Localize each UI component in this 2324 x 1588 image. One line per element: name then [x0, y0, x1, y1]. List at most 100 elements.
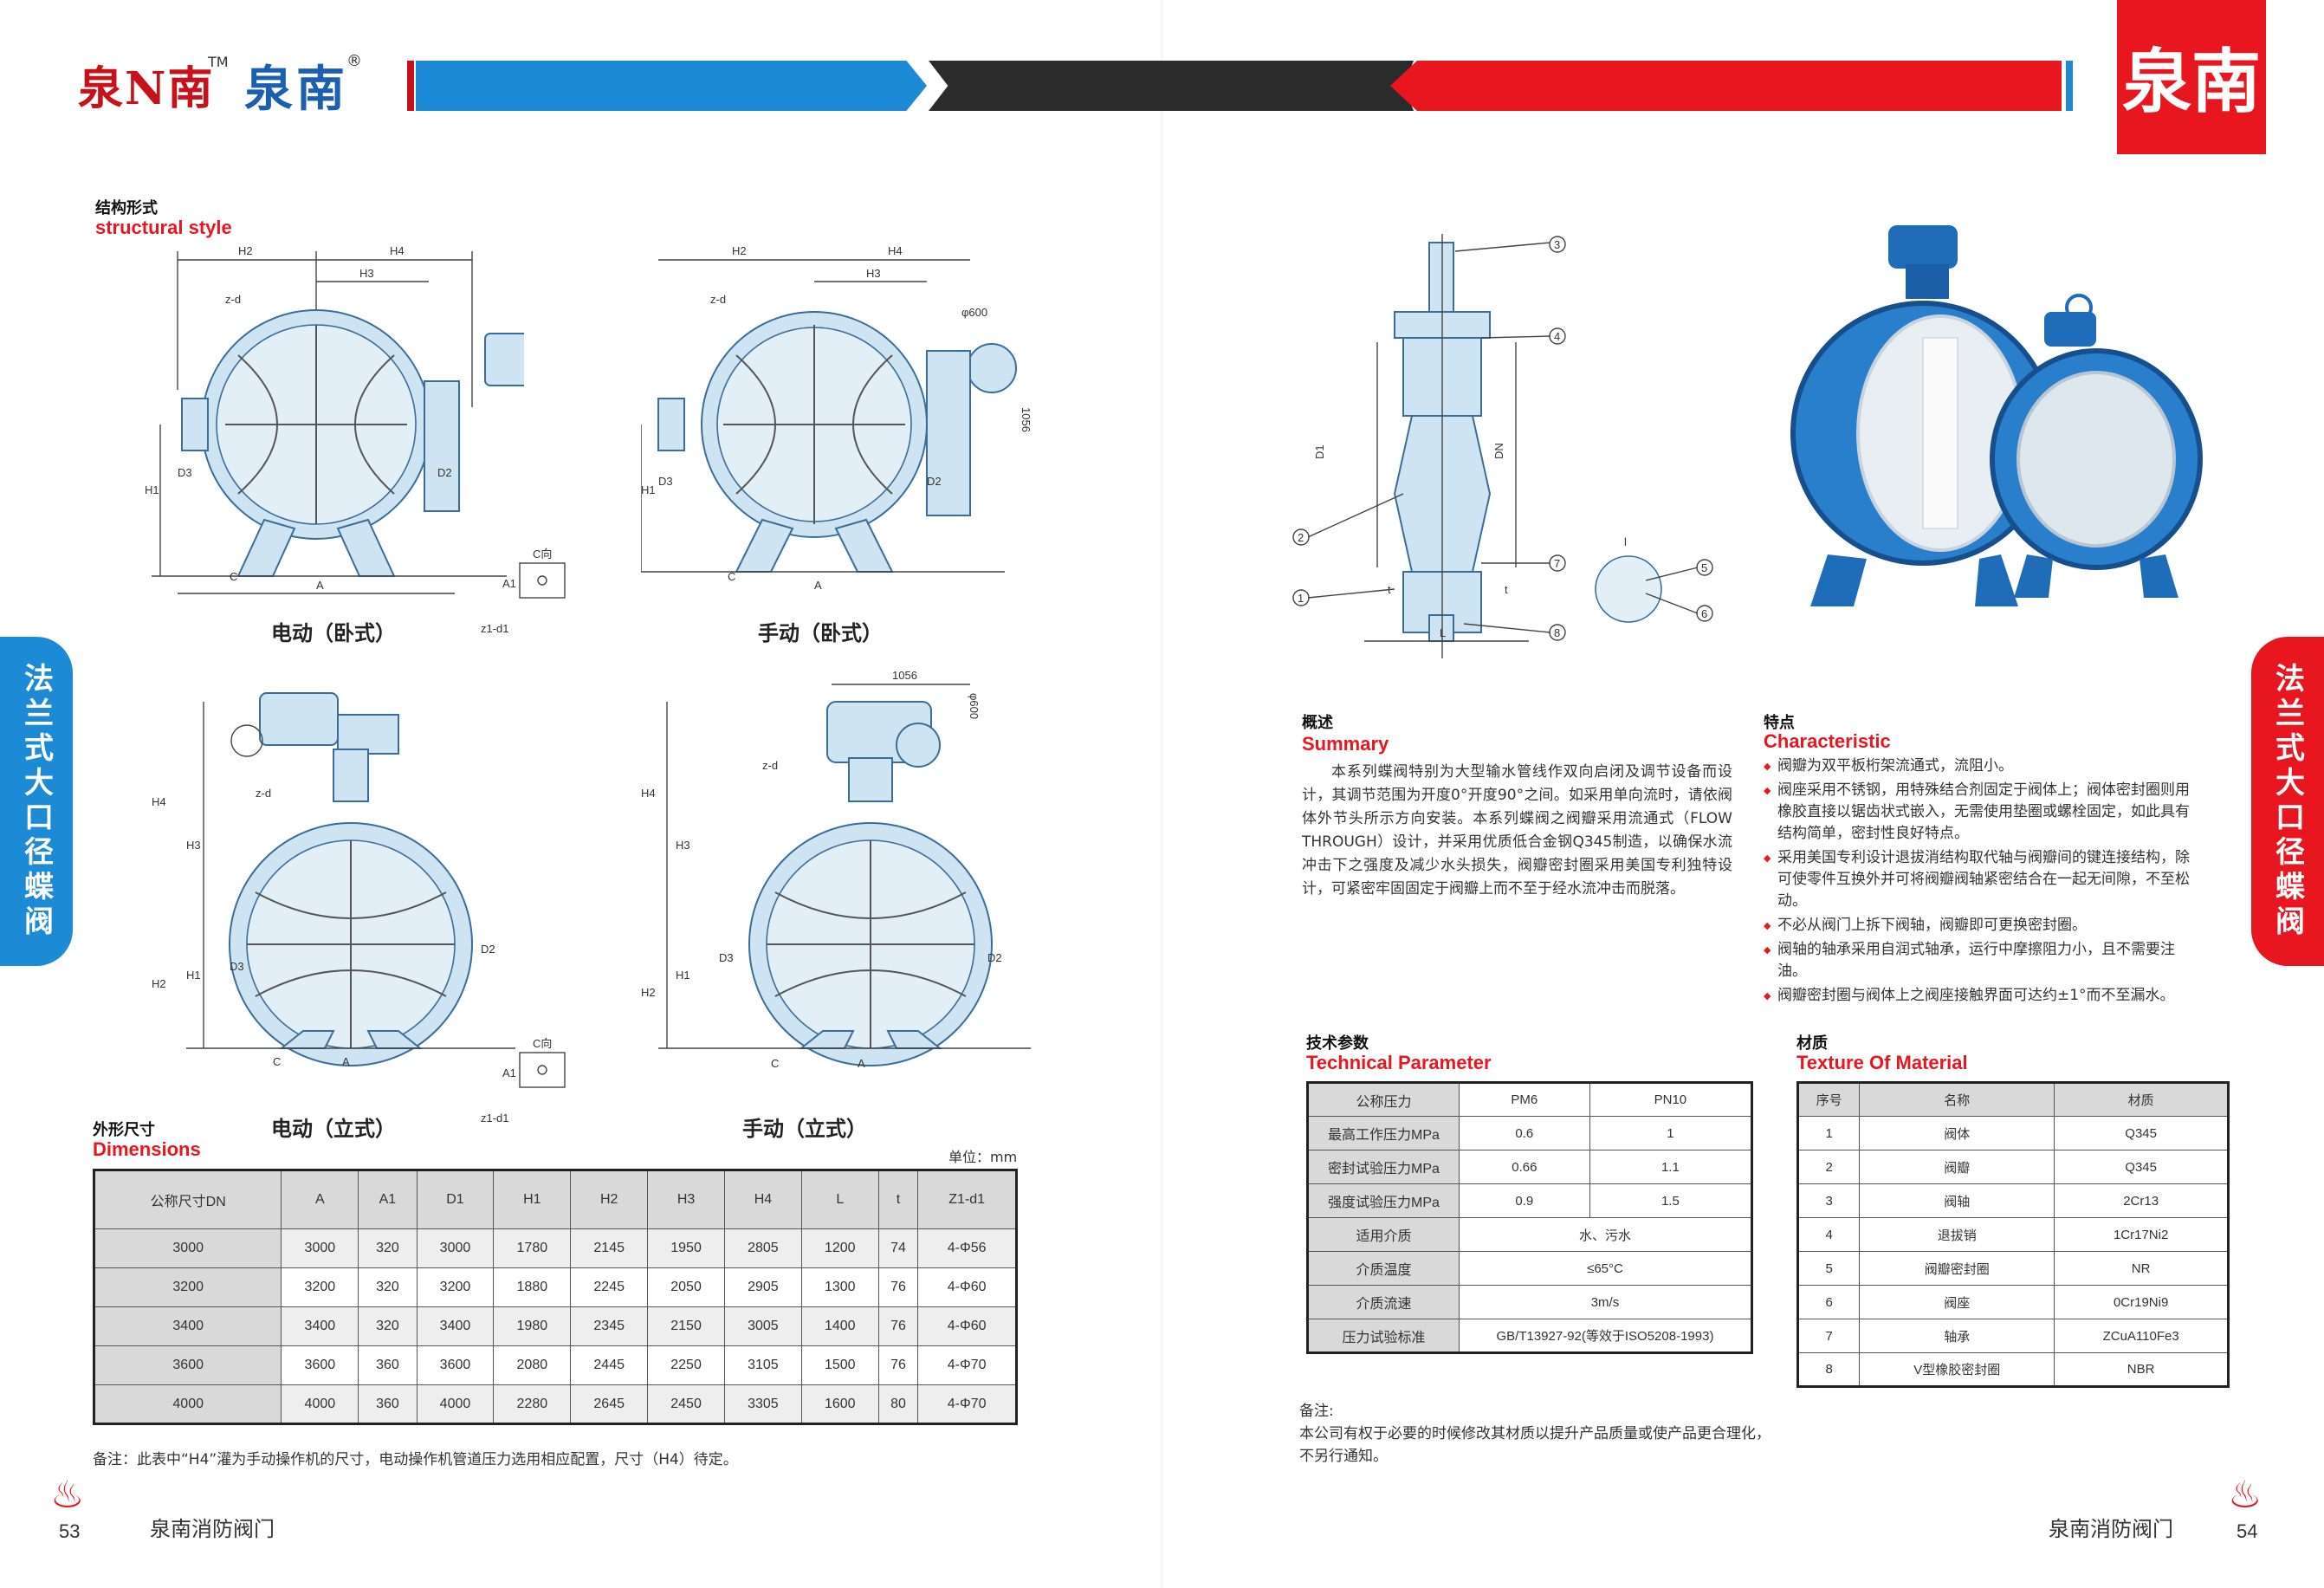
label-dn: DN	[1492, 443, 1505, 459]
table-cell: ZCuA110Fe3	[2054, 1319, 2229, 1353]
table-cell: 1950	[647, 1228, 725, 1268]
list-item: 采用美国专利设计退拔消结构取代轴与阀瓣间的键连接结构，除可使零件互换外并可将阀瓣…	[1764, 847, 2197, 912]
table-row: 介质温度 ≤65°C	[1307, 1251, 1753, 1286]
table-cell: 0Cr19Ni9	[2054, 1285, 2229, 1319]
table-cell: 0.6	[1458, 1116, 1590, 1150]
side-tab-right: 法兰式大口径蝶阀	[2251, 637, 2324, 966]
footer-company-left: 泉南消防阀门	[150, 1517, 275, 1541]
table-cell: 4-Φ56	[917, 1228, 1017, 1268]
list-item: 阀瓣密封圈与阀体上之阀座接触界面可达约±1°而不至漏水。	[1764, 985, 2197, 1007]
label-d2-c: D2	[481, 943, 495, 956]
table-header-cell: t	[877, 1170, 919, 1229]
table-cell: 0.66	[1458, 1150, 1590, 1184]
structural-title-en: structural style	[95, 217, 232, 238]
table-cell: 3400	[93, 1306, 282, 1346]
caption-electric-horizontal: 电动（卧式）	[271, 621, 396, 645]
label-d2-b: D2	[927, 475, 942, 488]
table-header-cell: 材质	[2054, 1082, 2229, 1117]
side-tab-left: 法兰式大口径蝶阀	[0, 637, 73, 966]
table-header-cell: D1	[416, 1170, 495, 1229]
label-h1-c: H1	[186, 969, 201, 982]
table-cell: 2245	[570, 1267, 649, 1307]
table-cell: 1.5	[1589, 1183, 1753, 1218]
label-c-b: C	[728, 570, 735, 583]
drawing-electric-vertical: z-d H4 H3 H2 H1 D3 D2 A C	[152, 692, 515, 1068]
callout-3: 3	[1554, 238, 1560, 251]
table-row: 3400 3400 320 3400 1980 2345 2150 3005 1…	[93, 1306, 1017, 1346]
label-h4: H4	[390, 244, 405, 257]
table-cell: 轴承	[1859, 1319, 2055, 1353]
callout-1: 1	[1298, 592, 1304, 605]
table-cell: 2805	[723, 1228, 802, 1268]
table-cell: 2145	[570, 1228, 649, 1268]
callout-2: 2	[1298, 531, 1304, 544]
table-cell: 1Cr17Ni2	[2054, 1217, 2229, 1252]
label-h4-d: H4	[641, 787, 656, 800]
technical-title-en: Technical Parameter	[1306, 1052, 1492, 1073]
table-row: 3200 3200 320 3200 1880 2245 2050 2905 1…	[93, 1267, 1017, 1307]
table-cell: 5	[1796, 1251, 1861, 1286]
characteristic-title-en: Characteristic	[1764, 730, 1891, 752]
brand-name: 泉南	[244, 62, 348, 118]
label-zd-d: z-d	[762, 759, 778, 772]
table-cell: 320	[358, 1267, 418, 1307]
structural-title-cn: 结构形式	[95, 199, 158, 217]
label-a-b: A	[814, 579, 822, 592]
logo-registered-mark: ®	[346, 52, 362, 70]
label-t2: t	[1505, 583, 1508, 596]
table-cell: 压力试验标准	[1307, 1319, 1460, 1353]
label-1056-d: 1056	[892, 669, 917, 682]
dimensions-title-en: Dimensions	[93, 1138, 201, 1160]
table-cell: 阀瓣密封圈	[1859, 1251, 2055, 1286]
table-cell: 4000	[416, 1384, 495, 1424]
table-cell: 2645	[570, 1384, 649, 1424]
brand-stamp: 泉南	[2117, 0, 2266, 154]
table-cell: 阀体	[1859, 1116, 2055, 1150]
label-h3-d: H3	[676, 839, 690, 852]
table-header-cell: PN10	[1589, 1082, 1753, 1117]
callout-5: 5	[1701, 561, 1707, 574]
label-d1: D1	[1313, 444, 1326, 459]
table-row: 压力试验标准 GB/T13927-92(等效于ISO5208-1993)	[1307, 1319, 1753, 1353]
table-cell: 1	[1796, 1116, 1861, 1150]
list-item: 阀座采用不锈钢，用特殊结合剂固定于阀体上；阀体密封圈则用橡胶直接以锯齿状式嵌入，…	[1764, 780, 2197, 845]
table-cell: 3005	[723, 1306, 802, 1346]
table-row: 3600 3600 360 3600 2080 2445 2250 3105 1…	[93, 1345, 1017, 1385]
table-row: 适用介质 水、污水	[1307, 1217, 1753, 1252]
remark-text: 本公司有权于必要的时候修改其材质以提升产品质量或使产品更合理化，不另行通知。	[1299, 1425, 1771, 1465]
table-cell: 3600	[93, 1345, 282, 1385]
label-z1d1-2: z1-d1	[481, 1112, 509, 1125]
table-cell: Q345	[2054, 1150, 2229, 1184]
table-header-cell: A	[281, 1170, 359, 1229]
logo-tm-mark: TM	[208, 54, 229, 70]
table-cell: 2Cr13	[2054, 1183, 2229, 1218]
label-phi600-d: φ600	[968, 693, 981, 719]
label-d3-b: D3	[658, 475, 673, 488]
table-header-cell: PM6	[1458, 1082, 1590, 1117]
table-cell: 4000	[281, 1384, 359, 1424]
remark-title: 备注:	[1299, 1403, 1334, 1420]
table-cell: 3200	[416, 1267, 495, 1307]
table-cell: 适用介质	[1307, 1217, 1460, 1252]
table-cell: 阀座	[1859, 1285, 2055, 1319]
label-c-d: C	[771, 1057, 779, 1070]
drawing-c-view-2: C向 z1-d1 A1	[481, 1037, 566, 1125]
table-cell: 74	[877, 1228, 919, 1268]
drawing-electric-horizontal: H2 H4 H3 H1 A C D3 D2 z-d	[145, 244, 524, 594]
table-header-row: 序号 名称 材质	[1796, 1082, 2229, 1117]
label-h3: H3	[359, 267, 374, 280]
table-cell: 320	[358, 1306, 418, 1346]
stamp-text: 泉南	[2122, 41, 2261, 122]
table-row: 最高工作压力MPa 0.6 1	[1307, 1116, 1753, 1150]
label-zd: z-d	[225, 293, 241, 306]
table-cell: 3400	[416, 1306, 495, 1346]
table-cell: 1	[1589, 1116, 1753, 1150]
table-cell: 2150	[647, 1306, 725, 1346]
characteristic-list: 阀瓣为双平板桁架流通式，流阻小。 阀座采用不锈钢，用特殊结合剂固定于阀体上；阀体…	[1764, 755, 2197, 1009]
table-cell: 7	[1796, 1319, 1861, 1353]
table-cell: 最高工作压力MPa	[1307, 1116, 1460, 1150]
table-cell: 1980	[493, 1306, 572, 1346]
